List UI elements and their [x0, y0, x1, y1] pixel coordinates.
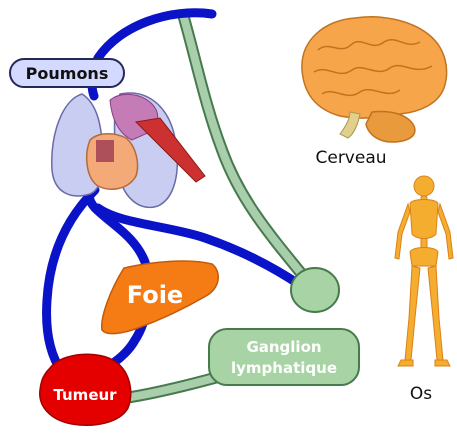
skeleton-pelvis: [410, 248, 438, 267]
lungs-heart-illustration: [52, 93, 205, 207]
skeleton-ribcage: [410, 200, 438, 239]
lungs-label: Poumons: [10, 59, 124, 87]
brain-illustration: [302, 17, 447, 142]
brain-cerebellum: [366, 112, 415, 142]
brain-cerebrum: [302, 17, 447, 118]
liver: Foie: [102, 261, 219, 334]
liver-label: Foie: [127, 281, 183, 309]
lymph-node-small: [291, 268, 339, 312]
skeleton-legs: [405, 266, 443, 360]
skeleton-illustration: [395, 176, 453, 366]
bone-label: Os: [410, 384, 432, 404]
brain-label: Cerveau: [315, 148, 386, 168]
lungs-label-text: Poumons: [26, 64, 109, 83]
tumor: Tumeur: [40, 354, 131, 425]
skeleton-skull: [414, 176, 434, 196]
skeleton-feet: [398, 360, 450, 366]
tumor-label: Tumeur: [53, 386, 117, 404]
blood-vessel-left-loop: [47, 190, 95, 372]
lymph-node-label: Ganglion lymphatique: [209, 329, 359, 385]
heart-top: [96, 140, 114, 162]
lymph-node-label-line1: Ganglion: [246, 338, 321, 356]
lymph-node-label-line2: lymphatique: [231, 359, 337, 377]
